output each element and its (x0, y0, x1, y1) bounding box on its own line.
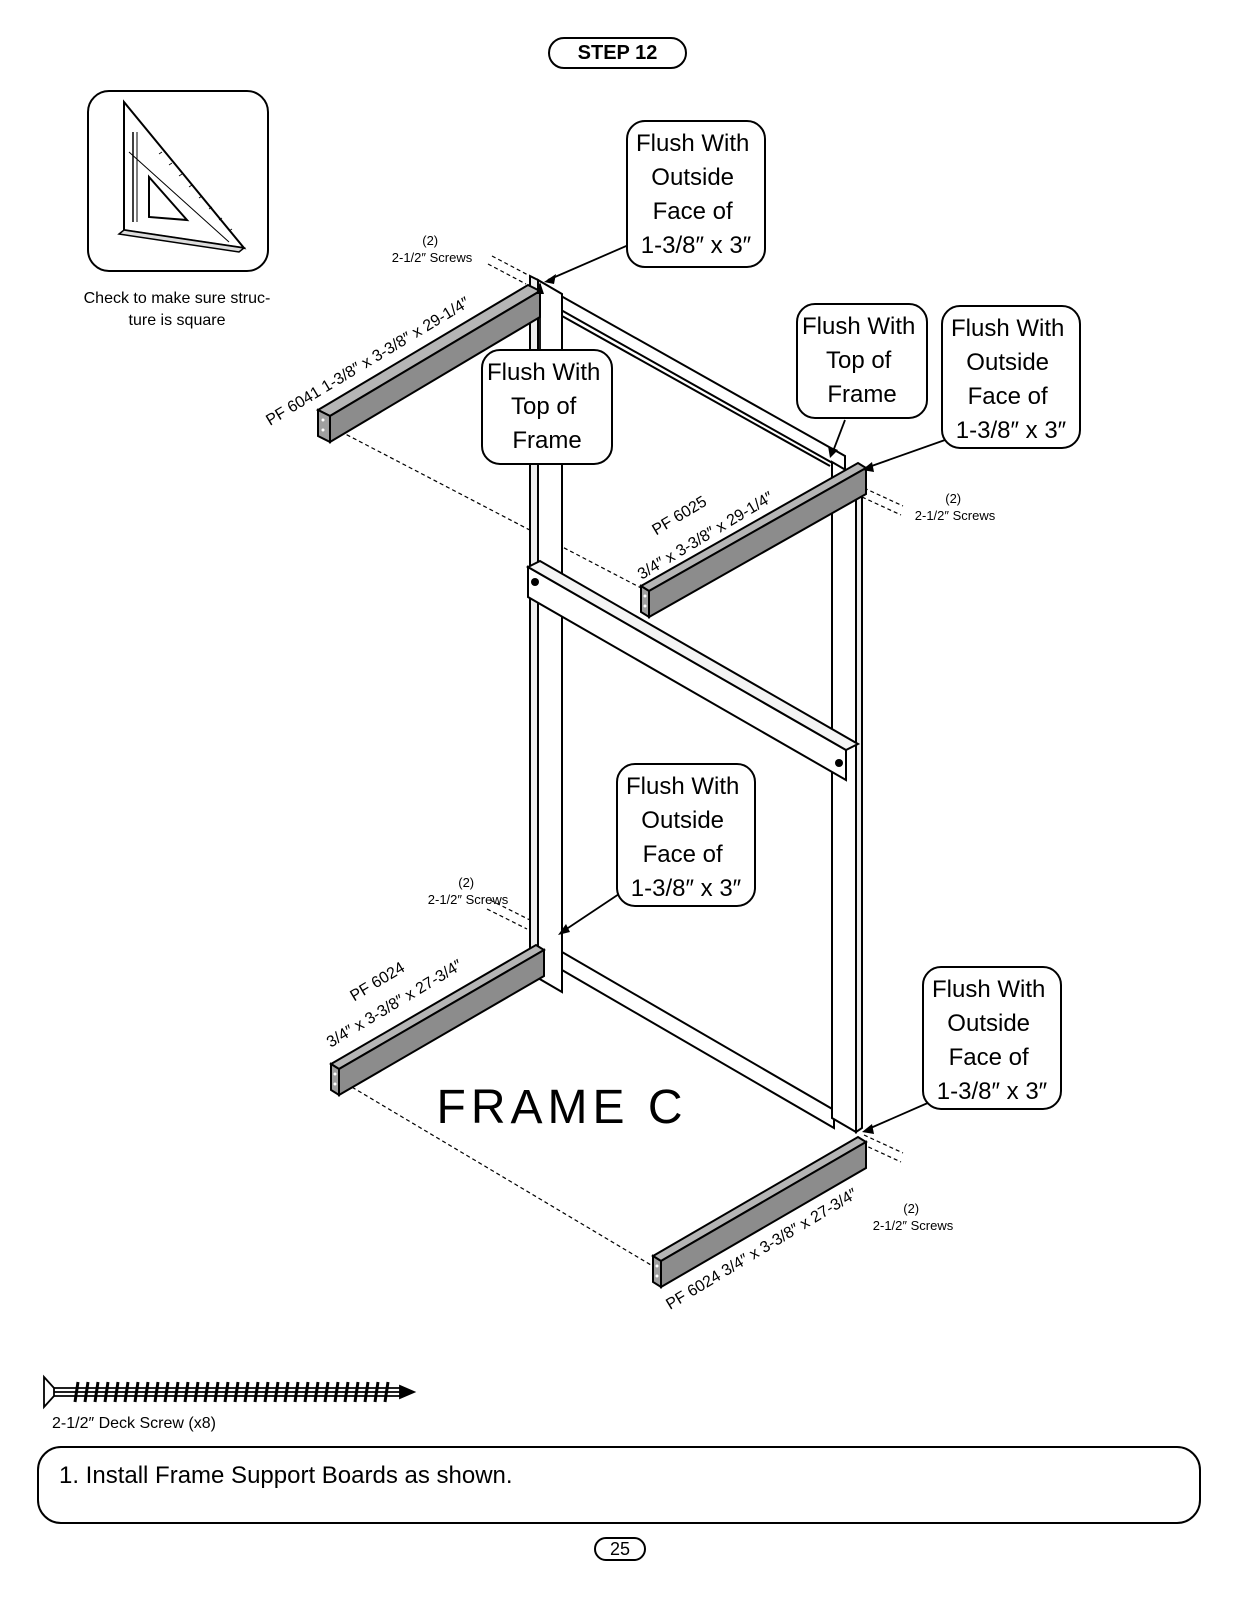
callout-flush-outside-bottom: Flush With Outside Face of 1-3/8″ x 3″ (932, 976, 1052, 1105)
instruction-step-1: 1. Install Frame Support Boards as shown… (59, 1462, 513, 1489)
frame-label: FRAME C (437, 1081, 688, 1134)
callout-box-flush-outside-middle (616, 763, 756, 907)
board-pf6025 (648, 466, 867, 619)
screws-label-top-right: (2) 2-1/2″ Screws (915, 491, 996, 523)
callout-box-flush-outside-top (626, 120, 766, 268)
deck-screw-icon (43, 1374, 417, 1410)
callout-box-flush-top-left (481, 349, 613, 465)
step-title: STEP 12 (548, 37, 687, 69)
board-pf6024-left (338, 948, 545, 1097)
board-pf6024-right (660, 1140, 867, 1289)
callout-flush-outside-middle: Flush With Outside Face of 1-3/8″ x 3″ (626, 773, 746, 902)
callout-flush-top-left: Flush With Top of Frame (487, 359, 607, 454)
square-caption: Check to make sure struc- ture is square (83, 290, 271, 329)
screws-label-bottom-left: (2) 2-1/2″ Screws (428, 875, 509, 907)
callout-flush-top-right: Flush With Top of Frame (802, 313, 922, 408)
instruction-box: 1. Install Frame Support Boards as shown… (37, 1446, 1201, 1524)
frame-middle-brace (527, 565, 847, 782)
speed-square-icon (117, 99, 247, 253)
callout-box-flush-outside-right (941, 305, 1081, 449)
callout-box-flush-top-right (796, 303, 928, 419)
callout-flush-outside-right: Flush With Outside Face of 1-3/8″ x 3″ (951, 315, 1071, 444)
speed-square-panel (87, 90, 269, 272)
callout-flush-outside-top: Flush With Outside Face of 1-3/8″ x 3″ (636, 130, 756, 259)
frame-right-post (831, 460, 857, 1134)
page-number: 25 (594, 1537, 646, 1561)
screws-label-bottom-right: (2) 2-1/2″ Screws (873, 1201, 954, 1233)
deck-screw-caption: 2-1/2″ Deck Screw (x8) (52, 1415, 216, 1432)
callout-box-flush-outside-bottom (922, 966, 1062, 1110)
screws-label-top-left: (2) 2-1/2″ Screws (392, 233, 473, 265)
